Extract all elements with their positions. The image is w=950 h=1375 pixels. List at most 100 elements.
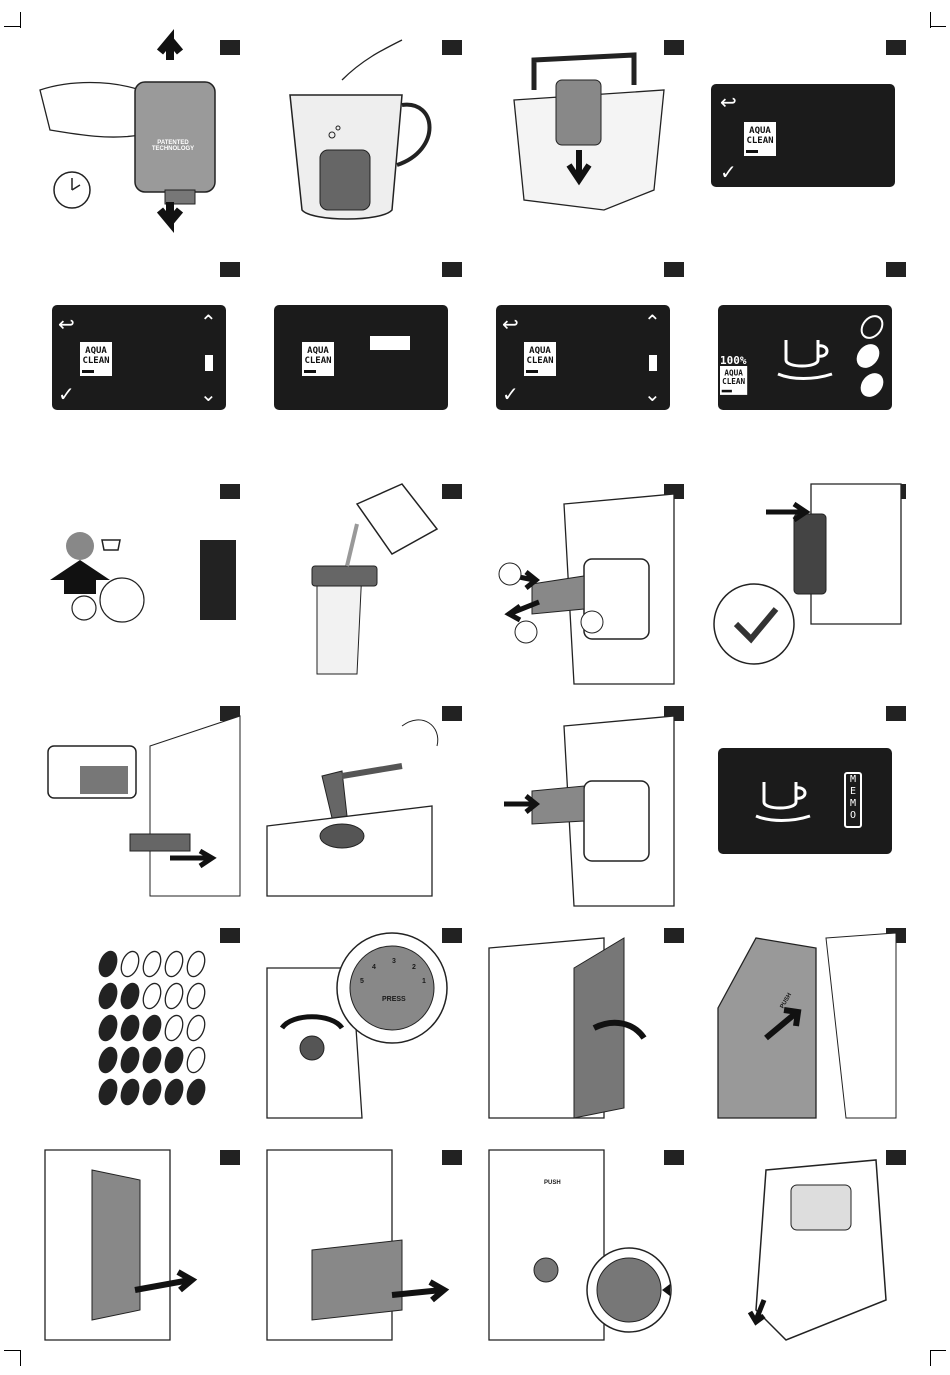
step-marker xyxy=(886,40,906,55)
step-slide-drip-tray xyxy=(40,706,240,906)
coffee-bean-icon xyxy=(162,981,186,1011)
coffee-bean-icon xyxy=(184,981,208,1011)
selection-bar xyxy=(649,355,657,371)
place-jug-illustration xyxy=(706,484,906,684)
logo-tab xyxy=(746,150,758,153)
logo-tab xyxy=(82,370,94,373)
checkmark-icon: ✓ xyxy=(502,384,519,404)
step-display-aqua-confirm: ↩ AQUA CLEAN ✓ xyxy=(706,40,906,240)
crop-mark xyxy=(930,26,946,27)
coffee-bean-icon xyxy=(140,949,164,979)
attach-tube-illustration xyxy=(484,484,684,684)
filter-label-line: TECHNOLOGY xyxy=(148,146,198,152)
coffee-bean-icon xyxy=(118,1045,142,1075)
back-arrow-icon: ↩ xyxy=(502,314,519,334)
step-brew-group-removed xyxy=(706,1150,906,1350)
coffee-bean-icon xyxy=(184,1045,208,1075)
aqua-clean-text: AQUA xyxy=(524,346,556,356)
brew-group-illustration xyxy=(706,1150,906,1350)
chevron-up-icon: ⌃ xyxy=(644,312,661,332)
memo-letter: M xyxy=(846,798,860,810)
coffee-bean-icon xyxy=(184,949,208,979)
brew-group-detail-illustration xyxy=(484,1150,684,1350)
soak-filter-illustration xyxy=(262,40,462,240)
aqua-clean-text: CLEAN xyxy=(302,356,334,366)
step-grinder-dial: PRESS 1 2 3 4 5 xyxy=(262,928,462,1128)
step-soak-filter xyxy=(262,40,462,240)
step-attach-milk-tube xyxy=(484,484,684,684)
coffee-bean-icon xyxy=(96,949,120,979)
aqua-clean-logo: AQUA CLEAN xyxy=(524,342,556,376)
step-brew-group-detail: PUSH xyxy=(484,1150,684,1350)
chevron-down-icon: ⌄ xyxy=(644,384,661,404)
coffee-bean-icon xyxy=(96,1077,120,1107)
aqua-clean-text: AQUA xyxy=(744,126,776,136)
coffee-bean-icon xyxy=(118,949,142,979)
step-marker xyxy=(664,262,684,277)
aqua-clean-logo: AQUA CLEAN xyxy=(302,342,334,376)
step-grind-settings-beans xyxy=(40,928,240,1128)
dial-number: 5 xyxy=(360,978,364,985)
drip-tray-illustration xyxy=(40,706,240,906)
aqua-clean-text: AQUA xyxy=(302,346,334,356)
checkmark-icon: ✓ xyxy=(58,384,75,404)
memo-indicator: M E M O xyxy=(844,772,862,828)
crop-mark xyxy=(4,26,20,27)
crop-mark xyxy=(930,1350,946,1351)
remove-brew-group-illustration xyxy=(40,1150,240,1350)
crop-mark xyxy=(4,1350,20,1351)
step-display-memo: M E M O xyxy=(706,706,906,906)
service-door-illustration xyxy=(484,928,684,1128)
coffee-bean-icon xyxy=(140,1077,164,1107)
step-reattach-milk-tube xyxy=(484,706,684,906)
push-label: PUSH xyxy=(544,1180,561,1186)
push-brew-group-illustration xyxy=(706,928,906,1128)
dial-number: 3 xyxy=(392,958,396,965)
step-display-ready: 100% AQUA CLEAN xyxy=(706,262,906,462)
coffee-cup-icon xyxy=(706,706,906,906)
crop-mark xyxy=(20,1350,21,1366)
coffee-bean-icon xyxy=(118,1077,142,1107)
step-shake-filter: PATENTED TECHNOLOGY xyxy=(40,40,240,240)
coffee-bean-icon xyxy=(96,1045,120,1075)
dial-number: 2 xyxy=(412,964,416,971)
crop-mark xyxy=(930,1350,931,1366)
aqua-clean-text: AQUA xyxy=(80,346,112,356)
chevron-up-icon: ⌃ xyxy=(200,312,217,332)
step-display-aqua-select: ↩ AQUA CLEAN ✓ ⌃ ⌄ xyxy=(484,262,684,462)
aqua-clean-text: CLEAN xyxy=(80,356,112,366)
checkmark-icon: ✓ xyxy=(720,162,737,182)
step-add-ground-coffee xyxy=(262,706,462,906)
step-press-button xyxy=(40,484,240,684)
coffee-bean-icon xyxy=(852,312,888,401)
pull-tray-illustration xyxy=(262,1150,462,1350)
chevron-down-icon: ⌄ xyxy=(200,384,217,404)
coffee-bean-icon xyxy=(162,949,186,979)
display-screen xyxy=(711,84,895,187)
aqua-clean-logo: AQUA CLEAN xyxy=(80,342,112,376)
coffee-bean-icon xyxy=(162,1077,186,1107)
shake-filter-illustration xyxy=(40,40,240,240)
bean-grid-illustration xyxy=(40,928,240,1128)
step-remove-brew-group xyxy=(40,1150,240,1350)
step-place-milk-jug xyxy=(706,484,906,684)
step-marker xyxy=(442,262,462,277)
step-remove-drip-tray-pull xyxy=(262,1150,462,1350)
coffee-bean-icon xyxy=(140,981,164,1011)
coffee-bean-icon xyxy=(140,1013,164,1043)
coffee-bean-icon xyxy=(140,1045,164,1075)
press-button-illustration xyxy=(40,484,240,684)
filter-label: PATENTED TECHNOLOGY xyxy=(148,140,198,152)
display-screen xyxy=(274,305,448,410)
grinder-dial-illustration xyxy=(262,928,462,1128)
coffee-bean-icon xyxy=(96,981,120,1011)
selection-bar xyxy=(205,355,213,371)
memo-letter: O xyxy=(846,810,860,822)
milk-jug-illustration xyxy=(262,484,462,684)
coffee-bean-icon xyxy=(184,1077,208,1107)
aqua-clean-text: CLEAN xyxy=(524,356,556,366)
logo-tab xyxy=(526,370,538,373)
step-display-aqua-activate: AQUA CLEAN xyxy=(262,262,462,462)
memo-letter: E xyxy=(846,786,860,798)
memo-letter: M xyxy=(846,774,860,786)
